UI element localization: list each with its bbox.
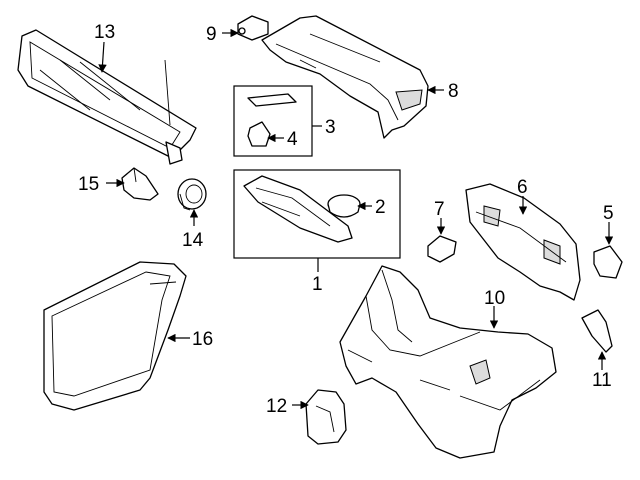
part-1-floor-panel — [243, 175, 353, 243]
callout-10: 10 — [484, 288, 505, 309]
part-9-clip — [237, 15, 269, 41]
part-11-corner-trim — [581, 309, 613, 353]
callout-6: 6 — [517, 177, 528, 198]
callout-12: 12 — [266, 396, 287, 417]
callout-15: 15 — [78, 174, 99, 195]
part-10-trunk-liner — [339, 265, 557, 459]
callout-2: 2 — [375, 197, 386, 218]
part-3-pad — [247, 93, 297, 107]
part-7-pad — [427, 235, 457, 263]
leader-lines — [98, 28, 614, 410]
part-16-storage-bag — [43, 261, 187, 411]
callout-7: 7 — [434, 199, 445, 220]
callout-4: 4 — [287, 129, 298, 150]
part-2-cap — [327, 194, 361, 218]
callout-8: 8 — [448, 81, 459, 102]
callout-13: 13 — [94, 22, 115, 43]
group-box-1-2 — [233, 169, 401, 259]
part-12-mount-bracket — [305, 389, 347, 445]
callout-11: 11 — [592, 370, 612, 391]
part-5-end-cap — [593, 245, 623, 279]
part-8-trim-panel — [261, 15, 429, 139]
callout-9: 9 — [206, 24, 217, 45]
part-15-bracket — [121, 167, 159, 201]
group-box-3-4 — [233, 85, 313, 157]
part-4-clip — [247, 121, 271, 147]
part-14-socket — [177, 178, 207, 211]
part-13-wind-deflector — [17, 29, 197, 165]
callout-14: 14 — [182, 230, 204, 251]
part-6-side-trim — [465, 183, 581, 301]
callout-1: 1 — [312, 274, 323, 295]
callout-3: 3 — [325, 117, 336, 138]
callout-5: 5 — [603, 203, 614, 224]
callout-16: 16 — [192, 329, 213, 350]
